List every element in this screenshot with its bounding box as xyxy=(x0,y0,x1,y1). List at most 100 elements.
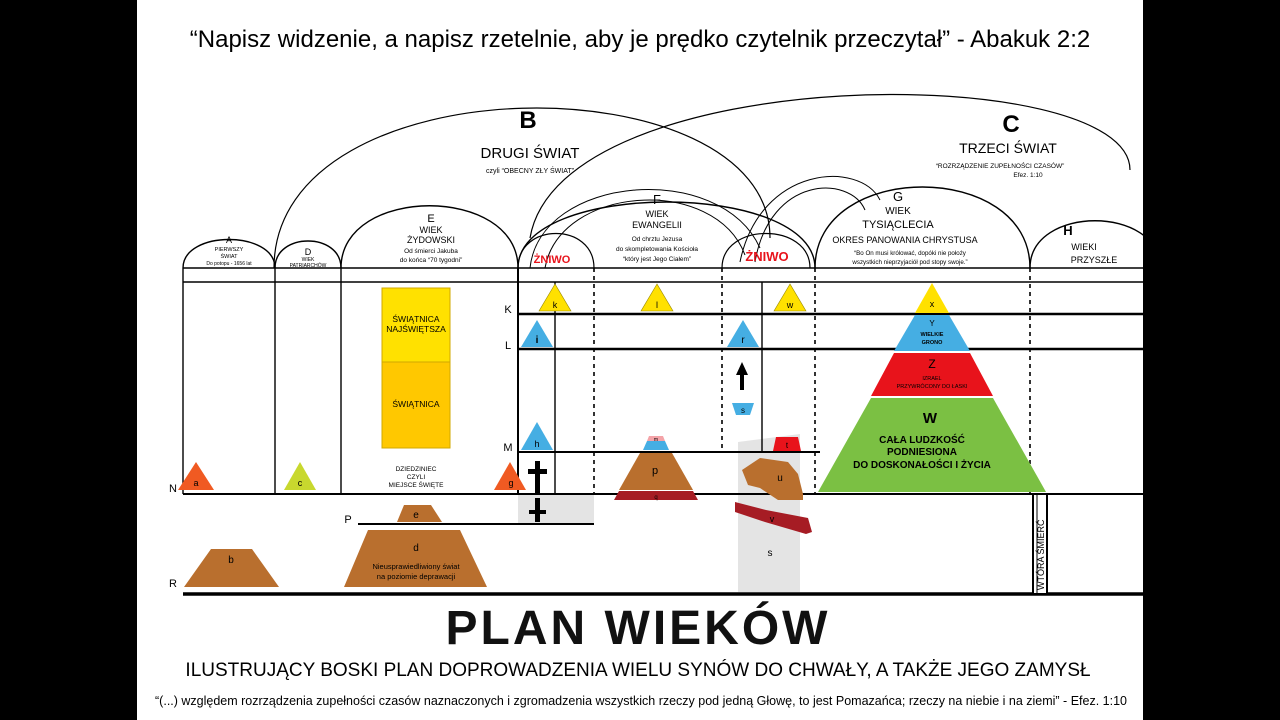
pyramid-x xyxy=(915,283,949,313)
marker-s xyxy=(732,403,754,415)
marker-u xyxy=(742,458,803,500)
svg-text:WIEKI: WIEKI xyxy=(1071,242,1097,252)
arc-world-c xyxy=(529,93,1131,239)
world-b-title: DRUGI ŚWIAT xyxy=(481,144,580,162)
marker-s-label: s xyxy=(741,406,745,415)
marker-k-label: k xyxy=(553,300,558,310)
dome-harvest2 xyxy=(721,232,811,269)
holy-place xyxy=(381,361,451,449)
dome-h xyxy=(1029,220,1143,269)
cross-icon xyxy=(528,461,547,493)
marker-q-label: q xyxy=(654,495,657,501)
court-label-3: MIEJSCE ŚWIĘTE xyxy=(389,480,445,489)
level-l-letter: L xyxy=(505,340,511,352)
svg-text:Do potopu - 1656 lat: Do potopu - 1656 lat xyxy=(206,261,252,267)
svg-text:F: F xyxy=(653,192,661,207)
holy-label: ŚWIĄTNICA xyxy=(392,398,440,409)
marker-v-label: v xyxy=(770,514,775,524)
holiest-label-2: NAJŚWIĘTSZA xyxy=(386,323,446,334)
marker-u-label: u xyxy=(777,473,783,484)
harvest1-shade xyxy=(518,494,594,524)
marker-r-label: r xyxy=(741,335,745,346)
pyramid-y-letter: Y xyxy=(929,319,935,328)
millennium-pyramid xyxy=(818,283,1046,492)
marker-s-big: s xyxy=(768,548,773,559)
arc-cross-2 xyxy=(544,199,746,269)
marker-g xyxy=(494,462,526,490)
svg-text:“który jest Jego Ciałem”: “który jest Jego Ciałem” xyxy=(623,256,691,263)
cross-icon-lower xyxy=(529,498,546,522)
world-b-subtitle: czyli “OBECNY ZŁY ŚWIAT” xyxy=(486,166,575,175)
pyramid-w-text-2: PODNIESIONA xyxy=(887,447,957,458)
svg-text:PRZYSZŁE: PRZYSZŁE xyxy=(1071,255,1118,265)
pyramid-y-text-2: GRONO xyxy=(922,340,944,346)
age-g-label: G WIEK TYSIĄCLECIA OKRES PANOWANIA CHRYS… xyxy=(832,189,977,266)
svg-text:Od chrztu Jezusa: Od chrztu Jezusa xyxy=(632,236,683,243)
level-p-letter: P xyxy=(344,514,351,526)
level-r-letter: R xyxy=(169,578,177,590)
marker-b-label: b xyxy=(228,555,234,566)
level-m-letter: M xyxy=(503,442,512,454)
marker-a xyxy=(178,462,214,490)
age-d-label: D WIEK PATRIARCHÓW xyxy=(290,247,327,269)
dome-f xyxy=(517,201,816,269)
marker-c xyxy=(284,462,316,490)
svg-text:D: D xyxy=(305,247,312,257)
svg-text:“Bo On musi królować, dopóki n: “Bo On musi królować, dopóki nie położy xyxy=(854,250,967,257)
pyramid-z-letter: Z xyxy=(928,357,935,371)
marker-i-label: i xyxy=(536,335,539,346)
svg-text:ŻYDOWSKI: ŻYDOWSKI xyxy=(407,235,455,245)
svg-text:do skompletowania Kościoła: do skompletowania Kościoła xyxy=(616,246,698,253)
footer-quote: “(...) względem rozrządzenia zupełności … xyxy=(155,694,1127,708)
dome-g xyxy=(814,186,1031,269)
marker-d-text-2: na poziomie deprawacji xyxy=(377,572,456,581)
svg-text:WIEK: WIEK xyxy=(645,209,668,219)
svg-text:wszystkich nieprzyjaciół pod s: wszystkich nieprzyjaciół pod stopy swoje… xyxy=(851,259,967,266)
marker-w-label: w xyxy=(786,300,794,310)
marker-d-text-1: Nieusprawiedliwiony świat xyxy=(372,562,460,571)
arc-cross-3 xyxy=(739,175,881,263)
svg-text:do końca “70 tygodni”: do końca “70 tygodni” xyxy=(400,257,463,264)
svg-text:WIEK: WIEK xyxy=(419,225,442,235)
marker-r xyxy=(727,320,759,347)
marker-m xyxy=(647,436,665,441)
marker-l-label: l xyxy=(656,300,658,310)
plan-subtitle: ILUSTRUJĄCY BOSKI PLAN DOPROWADZENIA WIE… xyxy=(185,659,1090,681)
world-b-letter: B xyxy=(519,107,536,134)
court-label-2: CZYLI xyxy=(407,474,426,481)
svg-text:EWANGELII: EWANGELII xyxy=(632,220,682,230)
svg-text:PIERWSZY: PIERWSZY xyxy=(215,247,244,253)
marker-e xyxy=(397,505,442,522)
pyramid-x-label: x xyxy=(930,299,935,309)
svg-text:TYSIĄCLECIA: TYSIĄCLECIA xyxy=(862,219,934,231)
svg-text:OKRES PANOWANIA CHRYSTUSA: OKRES PANOWANIA CHRYSTUSA xyxy=(832,235,977,245)
marker-c-label: c xyxy=(298,478,303,488)
world-c-subtitle: “ROZRZĄDZENIE ZUPEŁNOŚCI CZASÓW” xyxy=(936,161,1065,170)
marker-m-label: m xyxy=(654,437,658,443)
age-h-label: H WIEKI PRZYSZŁE xyxy=(1063,223,1117,265)
age-a-label: A PIERWSZY ŚWIAT Do potopu - 1656 lat xyxy=(206,235,252,267)
marker-n-band xyxy=(643,441,669,450)
svg-text:G: G xyxy=(893,189,903,204)
marker-q xyxy=(614,491,698,500)
dome-e xyxy=(340,205,519,269)
pyramid-z-text-1: IZRAEL xyxy=(922,376,941,382)
dome-a xyxy=(182,238,276,269)
header-quote: “Napisz widzenie, a napisz rzetelnie, ab… xyxy=(190,26,1090,53)
world-c-title: TRZECI ŚWIAT xyxy=(959,139,1057,156)
plan-title: PLAN WIEKÓW xyxy=(446,600,831,655)
arc-world-b xyxy=(273,107,771,269)
svg-text:Od śmierci Jakuba: Od śmierci Jakuba xyxy=(404,248,458,255)
marker-p-label: p xyxy=(652,465,658,477)
level-n-letter: N xyxy=(169,483,177,495)
harvest-label-2: ŻNIWO xyxy=(745,249,788,264)
holiest-label-1: ŚWIĄTNICA xyxy=(392,313,440,324)
pyramid-w-text-3: DO DOSKONAŁOŚCI I ŻYCIA xyxy=(853,458,991,471)
marker-a-label: a xyxy=(193,478,198,488)
age-e-label: E WIEK ŻYDOWSKI Od śmierci Jakuba do koń… xyxy=(400,213,463,264)
world-c-letter: C xyxy=(1002,111,1019,138)
dome-harvest1 xyxy=(517,233,595,269)
pyramid-w-letter: W xyxy=(923,410,938,427)
court-label-1: DZIEDZINIEC xyxy=(396,466,437,473)
